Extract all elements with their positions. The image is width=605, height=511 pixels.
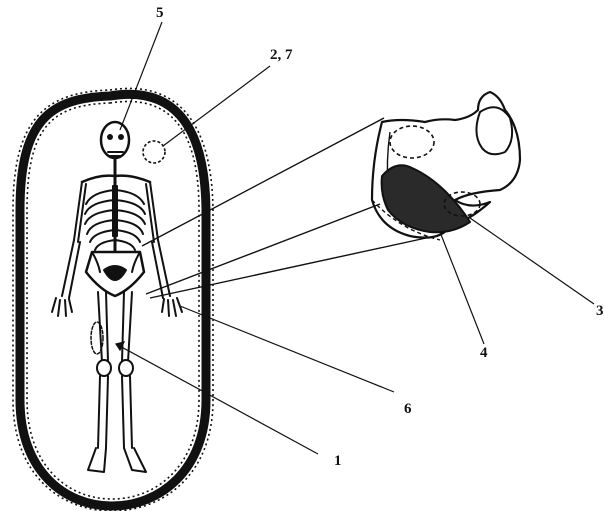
label-4: 4 <box>480 346 488 361</box>
label-5: 5 <box>156 6 164 21</box>
label-6: 6 <box>404 402 412 417</box>
label-2-7: 2, 7 <box>270 48 293 63</box>
leader-5 <box>120 22 162 130</box>
skeleton <box>52 122 182 472</box>
label-1: 1 <box>334 454 342 469</box>
leader-2-7 <box>163 66 270 146</box>
pelvis-inset <box>372 92 520 240</box>
label-3: 3 <box>596 304 604 319</box>
leader-4 <box>440 232 484 344</box>
leader-1 <box>116 344 318 454</box>
marker-circle-2-7 <box>143 141 165 163</box>
leader-lines <box>116 22 594 454</box>
leader-3 <box>470 218 594 304</box>
leader-6 <box>180 306 394 392</box>
